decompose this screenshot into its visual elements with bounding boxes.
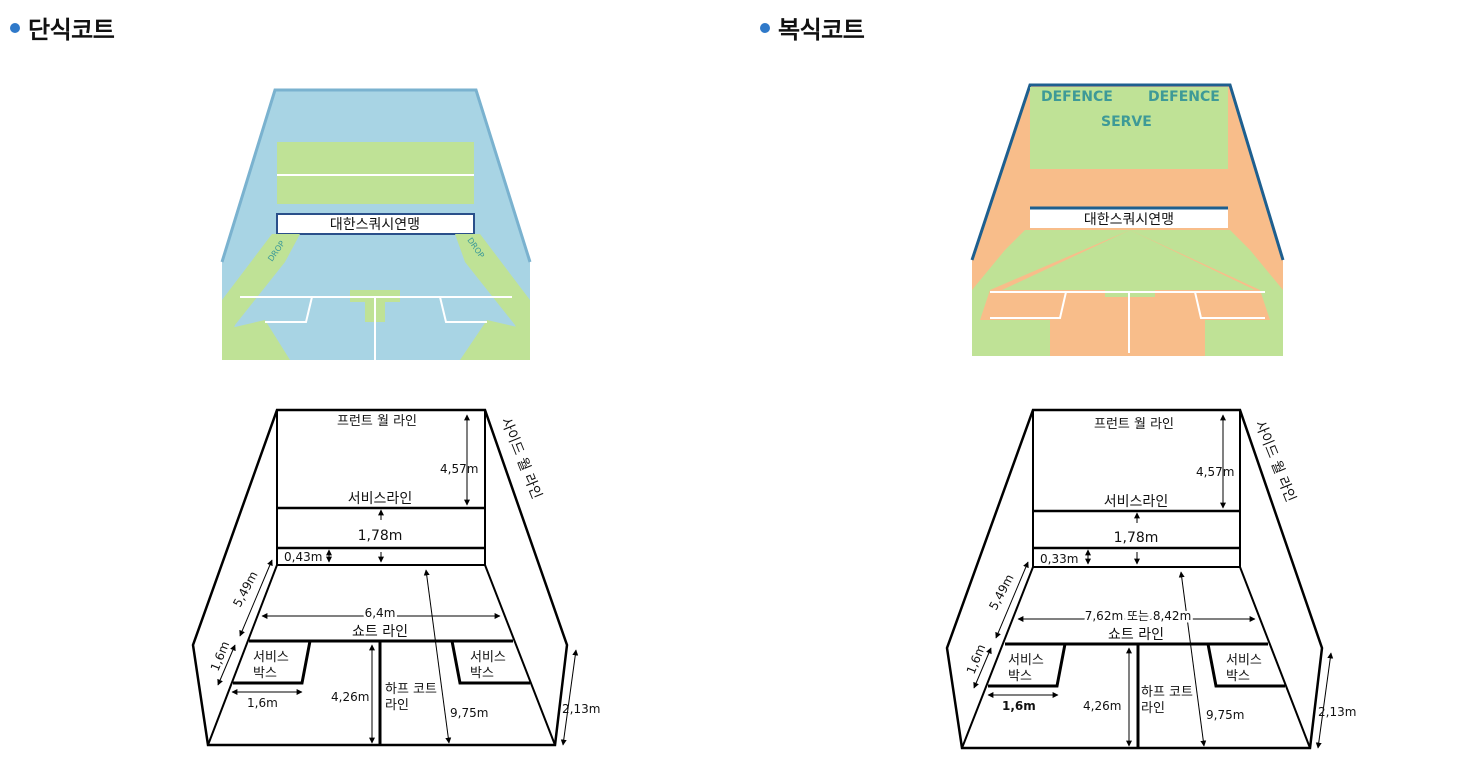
single-court-dimension-diagram (191, 408, 579, 747)
dim-arrow-549 (995, 561, 1029, 639)
dim-457-label: 4,57m (1196, 465, 1234, 479)
dim-width-label: 7,62m 또는 8,42m (1085, 609, 1192, 623)
green-zone-right (1130, 230, 1283, 356)
service-box-right (450, 640, 530, 685)
service-box-right-mark (439, 296, 487, 323)
dim-16b-label: 1,6m (247, 696, 278, 710)
service-box-left-label-2: 박스 (1008, 669, 1032, 684)
front-wall-green (277, 142, 474, 204)
dim-64-label: 6,4m (365, 606, 396, 620)
dim-arrow-213 (560, 649, 579, 746)
dim-arrow-213 (1315, 652, 1334, 749)
single-court-labels: 프런트 월 라인 사이드 월 라인 4,57m 서비스라인 1,78m 0,43… (208, 414, 601, 720)
floor-right-line (1239, 566, 1311, 749)
dim-arrow-975 (1178, 571, 1207, 747)
defence-right-label: DEFENCE (1148, 89, 1220, 105)
dim-178-label: 1,78m (1114, 530, 1159, 546)
service-box-left (988, 643, 1067, 688)
single-court-title: 단식코트 (28, 16, 115, 44)
back-corner-left (972, 320, 1050, 356)
service-box-right-label-2: 박스 (470, 666, 494, 681)
green-front-triangle (1002, 230, 1255, 290)
bullet-icon (760, 22, 770, 33)
banner-text: 대한스쿼시연맹 (1084, 212, 1174, 228)
service-box-left (233, 640, 312, 685)
service-box-right (1206, 643, 1285, 688)
back-corner-right (460, 320, 530, 360)
dim-16b-label: 1,6m (1002, 699, 1036, 713)
half-court-label-2: 라인 (1141, 701, 1165, 716)
half-court-label-1: 하프 코트 (385, 682, 437, 697)
tin-banner (276, 213, 475, 235)
single-court-heading: 단식코트 (10, 10, 115, 45)
front-wall-green (1030, 87, 1228, 169)
double-court-title: 복식코트 (778, 16, 865, 44)
dim-213-label: 2,13m (1318, 705, 1356, 719)
short-line-label: 쇼트 라인 (352, 624, 408, 640)
double-court-labels: 프런트 월 라인 사이드 월 라인 4,57m 서비스라인 1,78m 0,33… (964, 417, 1357, 722)
floor-right-line (484, 564, 556, 746)
green-zone-left (972, 230, 1130, 356)
short-line-label: 쇼트 라인 (1108, 627, 1164, 643)
tin-banner (1030, 208, 1228, 228)
drop-zone-left (222, 234, 300, 360)
service-box-left-label-1: 서비스 (253, 650, 289, 665)
wall-edge (970, 83, 1285, 261)
side-wall-line-label: 사이드 월 라인 (497, 416, 544, 502)
front-wall-line-label: 프런트 월 라인 (337, 414, 417, 429)
service-box-left-mark (265, 296, 313, 323)
dim-975-label: 9,75m (450, 706, 488, 720)
dim-arrow-16a (973, 647, 992, 689)
service-box-left-mark (990, 291, 1067, 319)
dim-16a-label: 1,6m (964, 642, 989, 676)
dim-426-label: 4,26m (1083, 699, 1121, 713)
service-box-left-label-1: 서비스 (1008, 653, 1044, 668)
dim-arrow-16a (217, 644, 236, 686)
double-court-3d: DEFENCE DEFENCE SERVE 대한스쿼시연맹 (970, 83, 1285, 356)
dim-033-label: 0,33m (1040, 552, 1078, 566)
double-court-heading: 복식코트 (760, 10, 865, 45)
back-corner-right (1205, 320, 1283, 356)
banner-text: 대한스쿼시연맹 (330, 217, 420, 233)
front-wall-line-label: 프런트 월 라인 (1094, 417, 1174, 432)
dim-549-label: 5,49m (230, 569, 260, 609)
dim-178-label: 1,78m (358, 528, 403, 544)
single-court-diagram: 대한스쿼시연맹 DROP DROP (191, 88, 601, 747)
dim-426-label: 4,26m (331, 690, 369, 704)
service-line-label: 서비스라인 (348, 491, 412, 507)
service-box-left-label-2: 박스 (253, 666, 277, 681)
dim-16a-label: 1,6m (208, 639, 233, 673)
wall-edge (220, 88, 532, 263)
dim-549-label: 5,49m (986, 572, 1016, 612)
drop-zone-right (455, 234, 530, 360)
dim-arrow-975 (423, 569, 452, 744)
dim-457-label: 4,57m (440, 462, 478, 476)
service-box-right-label-1: 서비스 (1226, 653, 1262, 668)
defence-left-label: DEFENCE (1041, 89, 1113, 105)
double-court-dimension-diagram (945, 408, 1334, 750)
back-corner-left (222, 320, 290, 360)
dim-975-label: 9,75m (1206, 708, 1244, 722)
bullet-icon (10, 22, 20, 33)
service-box-right-mark (1194, 291, 1265, 319)
service-box-right-label-1: 서비스 (470, 650, 506, 665)
half-court-label-2: 라인 (385, 698, 409, 713)
serve-label: SERVE (1101, 114, 1152, 130)
service-box-right-label-2: 박스 (1226, 669, 1250, 684)
service-line-label: 서비스라인 (1104, 494, 1168, 510)
dim-043-label: 0,43m (284, 550, 322, 564)
half-court-label-1: 하프 코트 (1141, 685, 1193, 700)
dim-213-label: 2,13m (562, 702, 600, 716)
single-court-3d: 대한스쿼시연맹 DROP DROP (220, 88, 532, 360)
double-court-diagram: DEFENCE DEFENCE SERVE 대한스쿼시연맹 (945, 83, 1357, 750)
dim-arrow-549 (239, 559, 273, 637)
